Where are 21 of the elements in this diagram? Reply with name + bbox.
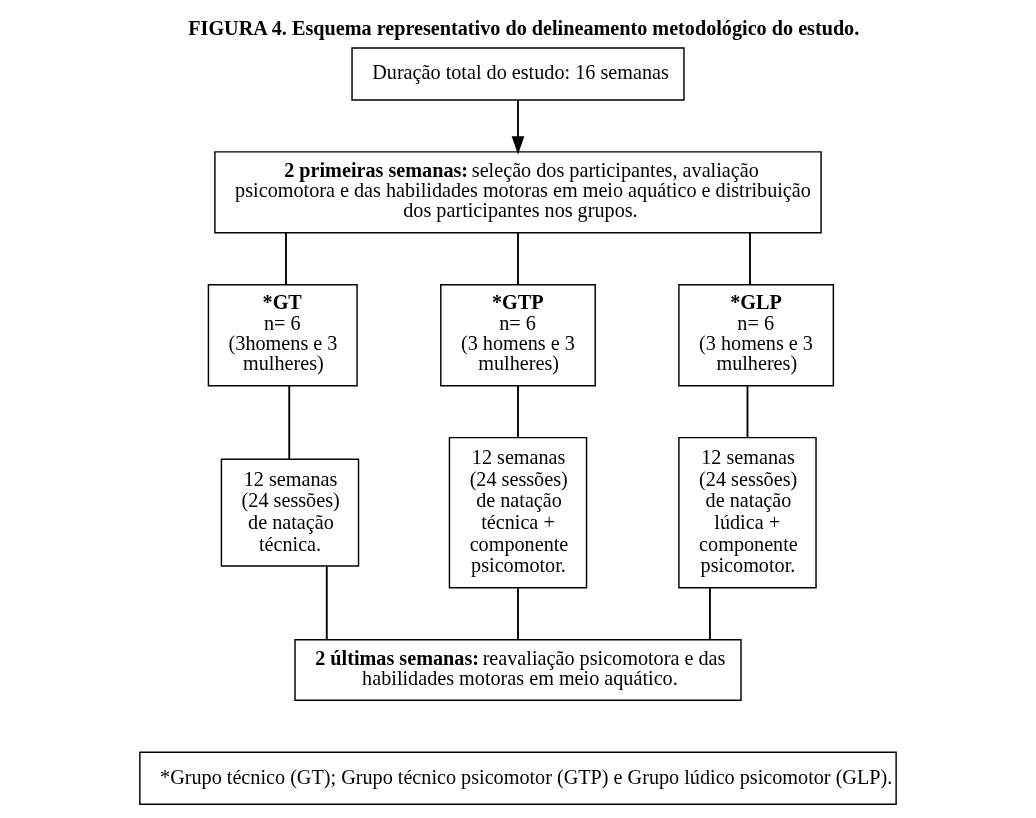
node-box: Duração total do estudo: 16 semanas xyxy=(351,46,685,101)
connector xyxy=(285,231,287,285)
node-box: 12 semanas (24 sessões) de natação técnica + componente psicomotor. xyxy=(448,436,588,588)
node-box: *GTP n= 6 (3 homens e 3 mulheres) xyxy=(440,283,596,386)
connector xyxy=(746,384,749,438)
connector xyxy=(749,231,751,285)
connector xyxy=(517,231,519,285)
diagram-title: FIGURA 4. Esquema representativo do delineamento metodológico do estudo. xyxy=(188,16,860,39)
node-box: 12 semanas (24 sessões) de natação lúdica + componente psicomotor. xyxy=(678,436,817,588)
node-box: 12 semanas (24 sessões) de natação técnica. xyxy=(220,458,360,567)
connector xyxy=(517,586,519,640)
connector xyxy=(517,384,519,438)
node-box: 2 primeiras semanas: seleção dos participantes, avaliação psicomotora e das habilidades motoras em meio aquático e distribuição dos participantes nos grupos. xyxy=(214,150,822,233)
connector xyxy=(325,564,328,640)
node-box: *GLP n= 6 (3 homens e 3 mulheres) xyxy=(678,283,835,386)
node-box: 2 últimas semanas: reavaliação psicomotora e das habilidades motoras em meio aquático. xyxy=(294,638,742,701)
connector xyxy=(288,384,291,460)
node-box: *GT n= 6 (3homens e 3 mulheres) xyxy=(207,283,358,386)
arrow xyxy=(511,98,525,155)
connector xyxy=(709,586,711,640)
node-box: *Grupo técnico (GT); Grupo técnico psicomotor (GTP) e Grupo lúdico psicomotor (GLP). xyxy=(139,751,897,805)
